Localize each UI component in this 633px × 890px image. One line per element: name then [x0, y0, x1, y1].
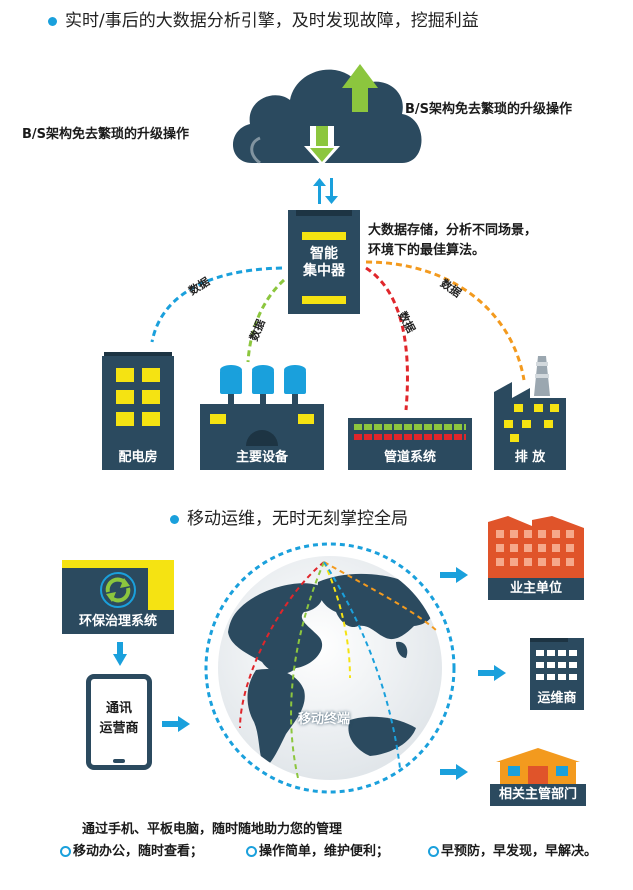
section2-heading-text: 移动运维，无时无刻掌控全局 — [187, 509, 408, 529]
carrier-phone: 通讯 运营商 — [86, 674, 152, 770]
concentrator-title-line1: 智能 — [310, 246, 338, 262]
right-arrow-icon — [162, 716, 190, 732]
tanks-icon — [200, 365, 324, 446]
cloud-left-label: B/S架构免去繁琐的升级操作 — [22, 127, 190, 142]
authority-department: 相关主管部门 — [490, 748, 586, 806]
carrier-label-line2: 运营商 — [99, 721, 139, 736]
right-arrow-icon — [440, 567, 468, 583]
upgrade-arrow-icon — [342, 64, 378, 112]
bullet-icon — [48, 16, 57, 26]
maintenance-provider: 运维商 — [530, 638, 584, 710]
right-arrow-icon — [478, 665, 506, 681]
pipeline-building — [348, 418, 472, 446]
facility-emission: 排 放 — [494, 352, 566, 470]
target-label: 相关主管部门 — [490, 784, 586, 806]
cloud-graphic — [232, 64, 422, 166]
pipeline-green-strip — [354, 424, 466, 430]
globe-label: 移动终端 — [298, 712, 351, 727]
power-room-roof — [104, 352, 172, 356]
owner-unit: 业主单位 — [488, 516, 584, 600]
ring-bullet-icon — [60, 846, 71, 857]
concentrator-desc-line2: 环境下的最佳算法。 — [368, 243, 486, 258]
concentrator-title-line2: 集中器 — [303, 263, 345, 279]
concentrator-bar-top — [302, 232, 346, 240]
env-system-card: 环保治理系统 — [62, 560, 174, 634]
recycle-icon — [100, 572, 136, 608]
concentrator-top-cap — [296, 210, 352, 216]
factory-icon — [494, 356, 566, 446]
facility-label: 排 放 — [494, 446, 566, 470]
carrier-label-line1: 通讯 — [105, 701, 132, 716]
facility-label: 管道系统 — [348, 446, 472, 470]
link-orange — [365, 260, 526, 381]
sync-arrows-icon — [313, 178, 338, 204]
footer-line1: 通过手机、平板电脑，随时随地助力您的管理 — [82, 822, 343, 837]
footer-item-text: 早预防，早发现，早解决。 — [441, 844, 598, 859]
footer-item-1: 移动办公，随时查看； — [60, 840, 203, 859]
link-red — [365, 266, 409, 411]
globe-orbit-ring — [204, 542, 456, 794]
target-label: 运维商 — [530, 688, 584, 710]
phone-home-button — [113, 759, 125, 763]
env-system-label: 环保治理系统 — [62, 610, 174, 634]
down-arrow-icon — [113, 642, 127, 666]
section1-heading: 实时/事后的大数据分析引擎，及时发现故障，挖掘利益 — [48, 6, 479, 31]
carrier-label: 通讯 运营商 — [91, 699, 147, 739]
cloud-icon — [232, 69, 422, 163]
footer-item-3: 早预防，早发现，早解决。 — [428, 840, 597, 859]
footer-item-2: 操作简单，维护便利； — [246, 840, 389, 859]
link-green — [246, 278, 286, 363]
owner-building-icon — [488, 516, 584, 578]
facility-label: 配电房 — [102, 446, 174, 470]
right-arrow-icon — [440, 764, 468, 780]
facility-pipeline: 管道系统 — [348, 418, 472, 470]
facility-label: 主要设备 — [200, 446, 324, 470]
footer-item-text: 移动办公，随时查看； — [73, 844, 204, 859]
concentrator-desc-line1: 大数据存储，分析不同场景， — [368, 223, 538, 238]
facility-power-room: 配电房 — [102, 352, 174, 470]
facility-main-equipment: 主要设备 — [200, 360, 324, 470]
concentrator-description: 大数据存储，分析不同场景， 环境下的最佳算法。 — [368, 221, 537, 261]
download-arrow-icon — [304, 126, 340, 166]
cloud-right-label: B/S架构免去繁琐的升级操作 — [405, 102, 573, 117]
globe-graphic — [204, 542, 456, 794]
ring-bullet-icon — [428, 846, 439, 857]
concentrator-bar-bottom — [302, 296, 346, 304]
bullet-icon — [170, 514, 179, 524]
power-room-building — [102, 356, 174, 446]
section2-heading: 移动运维，无时无刻掌控全局 — [170, 504, 408, 529]
department-building-icon — [496, 748, 580, 784]
footer-item-text: 操作简单，维护便利； — [259, 844, 390, 859]
target-label: 业主单位 — [488, 578, 584, 600]
pipeline-red-strip — [354, 434, 466, 440]
concentrator-title: 智能 集中器 — [288, 246, 360, 280]
ring-bullet-icon — [246, 846, 257, 857]
concentrator-box: 智能 集中器 — [288, 210, 360, 314]
section1-heading-text: 实时/事后的大数据分析引擎，及时发现故障，挖掘利益 — [65, 11, 479, 31]
